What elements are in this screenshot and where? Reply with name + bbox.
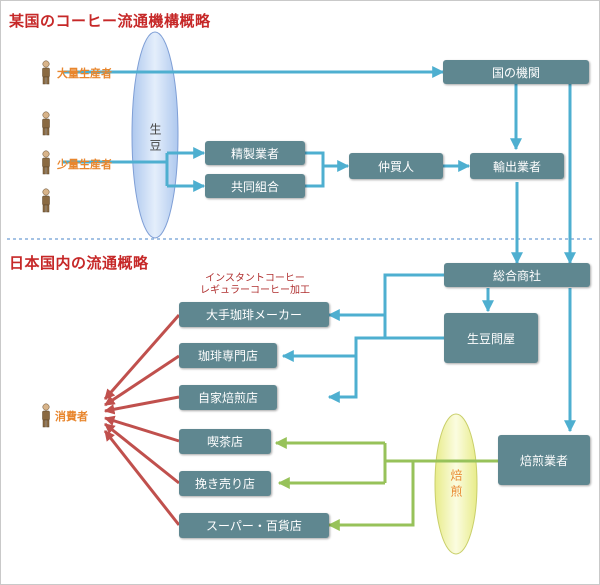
person-icon bbox=[42, 111, 50, 136]
arrow-cafe-to-consumer bbox=[103, 415, 180, 443]
person-icon bbox=[42, 188, 50, 213]
maker-note: インスタントコーヒー レギュラーコーヒー加工 bbox=[190, 273, 320, 297]
cooperative-box: 共同組合 bbox=[205, 174, 305, 198]
large-producer-label: 大量生産者 bbox=[57, 67, 112, 80]
consumer-label: 消費者 bbox=[55, 410, 88, 423]
arrow-trading-to-maker bbox=[327, 273, 444, 321]
arrow-wholesaler-to-selfroast bbox=[327, 336, 444, 403]
coffee-specialty-shop-box: 珈琲専門店 bbox=[179, 343, 277, 368]
overseas-title: 某国のコーヒー流通機構概略 bbox=[9, 12, 211, 30]
exporter-box: 輸出業者 bbox=[470, 153, 564, 179]
roast-label: 焙煎 bbox=[449, 469, 463, 501]
arrow-maker-to-consumer bbox=[103, 314, 181, 400]
maker-note-line2: レギュラーコーヒー加工 bbox=[200, 285, 310, 296]
broker-box: 仲買人 bbox=[349, 153, 443, 179]
major-coffee-maker-box: 大手珈琲メーカー bbox=[179, 302, 329, 327]
maker-note-line1: インスタントコーヒー bbox=[205, 273, 305, 284]
arrow-to-super bbox=[327, 461, 415, 531]
gov-agency-box: 国の機関 bbox=[443, 60, 589, 84]
roast-oval bbox=[434, 413, 478, 555]
arrow-super-to-consumer bbox=[103, 430, 181, 526]
arrow-specialty-to-consumer bbox=[104, 354, 180, 407]
person-icon bbox=[42, 60, 50, 85]
grind-shop-box: 挽き売り店 bbox=[179, 471, 271, 496]
person-icon bbox=[42, 403, 50, 428]
arrow-selfroast-to-consumer bbox=[103, 395, 180, 415]
coffee-shop-box: 喫茶店 bbox=[179, 429, 271, 454]
arrow-grind-to-consumer bbox=[104, 422, 180, 485]
domestic-title: 日本国内の流通概略 bbox=[9, 254, 149, 272]
wholesaler-box: 生豆問屋 bbox=[444, 313, 538, 363]
home-roast-shop-box: 自家焙煎店 bbox=[179, 385, 277, 410]
roaster-box: 焙煎業者 bbox=[498, 435, 590, 485]
green-bean-label: 生豆 bbox=[148, 123, 162, 155]
trading-company-box: 総合商社 bbox=[444, 263, 590, 287]
refiner-box: 精製業者 bbox=[205, 141, 305, 165]
line-merge-broker bbox=[305, 151, 325, 188]
person-icon bbox=[42, 150, 50, 175]
green-bean-oval bbox=[131, 31, 179, 239]
supermarket-box: スーパー・百貨店 bbox=[179, 513, 329, 538]
line-trading-branch bbox=[383, 315, 444, 340]
small-producer-label: 少量生産者 bbox=[57, 158, 112, 171]
